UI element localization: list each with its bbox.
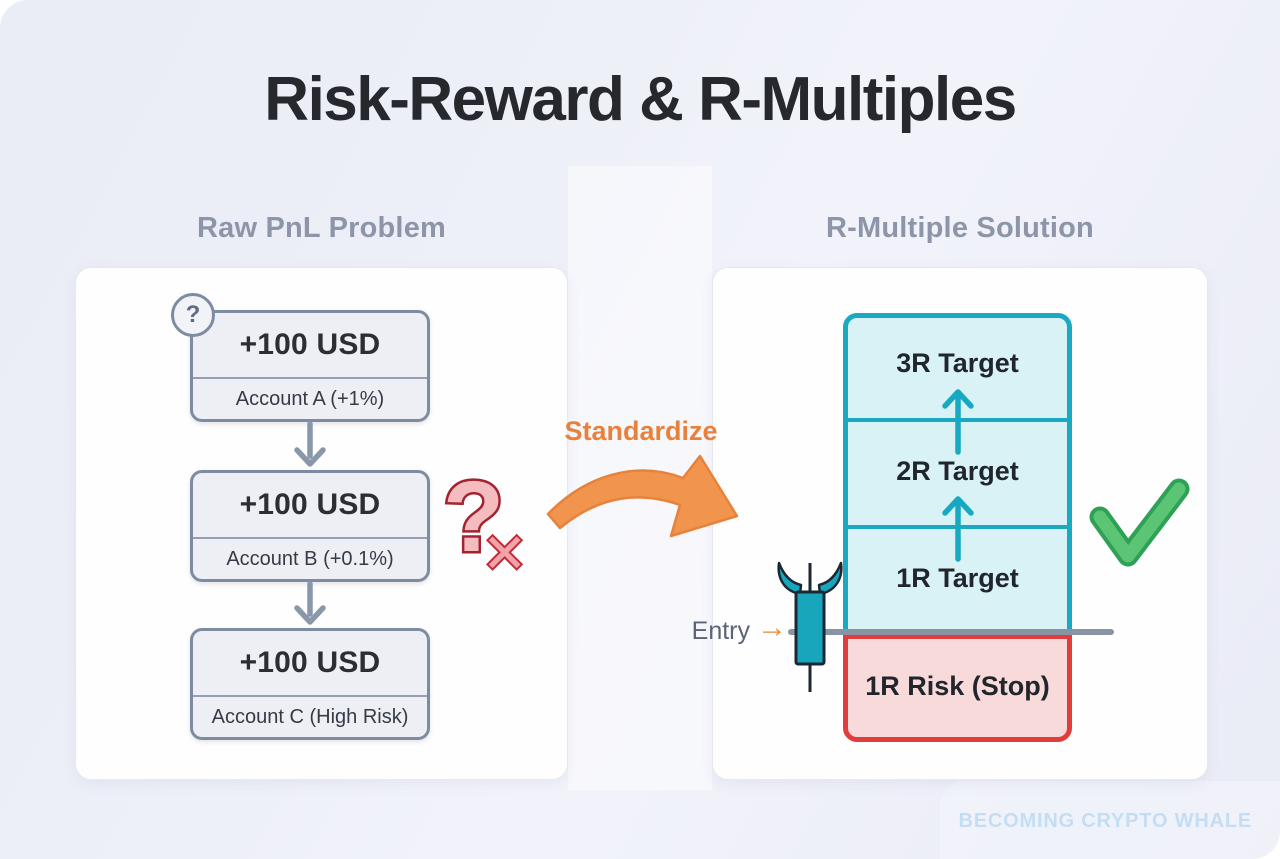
target-1r-label: 1R Target <box>896 563 1019 593</box>
right-panel-header: R-Multiple Solution <box>826 212 1094 244</box>
pnl-amount: +100 USD <box>239 328 381 361</box>
account-label: Account A (+1%) <box>193 377 427 419</box>
target-3r-label: 3R Target <box>896 348 1019 378</box>
target-2r-label: 2R Target <box>896 456 1019 486</box>
entry-label: Entry <box>691 617 750 645</box>
watermark-plate <box>940 781 1280 859</box>
watermark: BECOMING CRYPTO WHALE <box>958 810 1252 832</box>
r-risk-box <box>843 634 1072 742</box>
account-c-box: +100 USD Account C (High Risk) <box>190 628 430 740</box>
standardize-label: Standardize <box>564 416 718 446</box>
target-divider <box>848 525 1067 529</box>
question-badge-icon: ? <box>171 293 215 337</box>
background-band <box>568 166 712 790</box>
entry-arrow-icon: → <box>757 611 787 644</box>
account-a-box: +100 USD Account A (+1%) <box>190 310 430 422</box>
r-target-stack <box>843 313 1072 634</box>
account-b-box: +100 USD Account B (+0.1%) <box>190 470 430 582</box>
pnl-amount: +100 USD <box>239 646 381 679</box>
page-title: Risk-Reward & R-Multiples <box>264 65 1017 134</box>
account-label: Account C (High Risk) <box>193 695 427 737</box>
pnl-amount: +100 USD <box>239 488 381 521</box>
account-label: Account B (+0.1%) <box>193 537 427 579</box>
target-divider <box>848 418 1067 422</box>
risk-stop-label: 1R Risk (Stop) <box>865 671 1050 701</box>
left-panel-header: Raw PnL Problem <box>196 212 447 244</box>
